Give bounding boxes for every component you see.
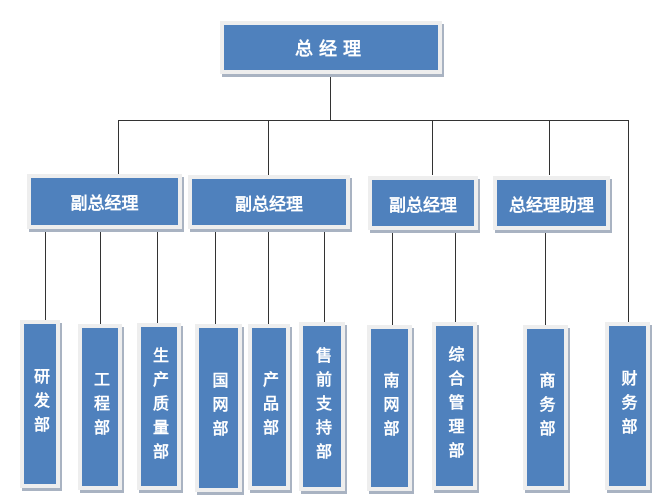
node-label: 财务部 <box>618 370 638 442</box>
connector-line <box>100 228 101 324</box>
connector-line <box>324 228 325 323</box>
node-label: 南网部 <box>380 372 400 444</box>
connector-line <box>432 120 433 175</box>
node-label: 总经理 <box>295 38 367 60</box>
node-label: 工程部 <box>91 371 110 443</box>
node-presales-dept: 售前支持部 <box>299 322 345 491</box>
connector-line <box>545 228 546 326</box>
connector-line <box>268 120 269 175</box>
node-gm-assistant: 总经理助理 <box>493 176 610 230</box>
node-label: 综合管理部 <box>445 346 465 466</box>
connector-line <box>268 228 269 324</box>
connector-line <box>455 228 456 323</box>
node-vp-2: 副总经理 <box>188 175 350 229</box>
node-production-quality-dept: 生产质量部 <box>137 323 181 490</box>
node-vp-3: 副总经理 <box>368 176 478 230</box>
connector-line <box>118 120 629 121</box>
node-label: 商务部 <box>536 371 556 444</box>
node-label: 副总经理 <box>70 194 139 214</box>
node-label: 生产质量部 <box>150 346 169 467</box>
node-general-manager: 总经理 <box>220 21 442 74</box>
node-label: 研发部 <box>31 368 50 440</box>
connector-line <box>45 228 46 321</box>
node-label: 国网部 <box>209 372 229 444</box>
node-product-dept: 产品部 <box>248 324 290 490</box>
connector-line <box>157 228 158 324</box>
node-label: 副总经理 <box>235 194 303 215</box>
node-state-grid-dept: 国网部 <box>195 324 242 492</box>
node-business-dept: 商务部 <box>523 325 568 490</box>
node-label: 副总经理 <box>389 195 457 216</box>
connector-line <box>549 120 550 175</box>
node-admin-dept: 综合管理部 <box>432 322 477 490</box>
node-rd-dept: 研发部 <box>20 320 60 488</box>
connector-line <box>392 228 393 326</box>
connector-line <box>118 120 119 175</box>
connector-line <box>215 228 216 324</box>
connector-line <box>628 120 629 323</box>
node-south-grid-dept: 南网部 <box>367 325 412 491</box>
connector-line <box>330 73 331 121</box>
node-label: 总经理助理 <box>509 195 594 216</box>
node-engineering-dept: 工程部 <box>78 324 122 490</box>
node-finance-dept: 财务部 <box>605 322 650 490</box>
node-vp-1: 副总经理 <box>27 174 182 229</box>
node-label: 售前支持部 <box>313 346 332 467</box>
node-label: 产品部 <box>260 371 279 443</box>
